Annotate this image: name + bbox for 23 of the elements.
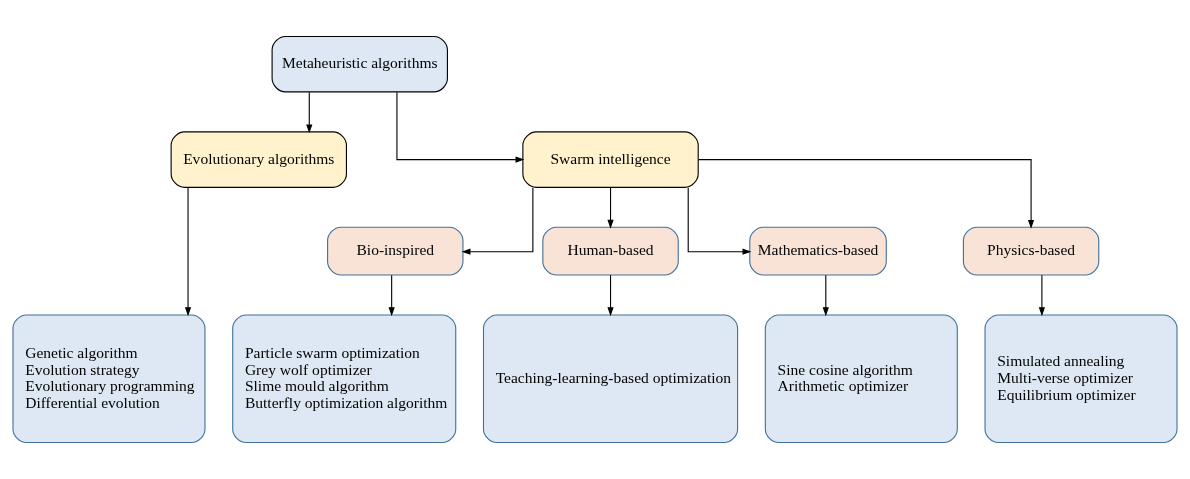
arrow: [607, 274, 614, 317]
node-box: Mathematics-based: [749, 226, 887, 276]
node-box: Particle swarm optimization Grey wolf optimizer Slime mould algorithm Butterfly optimization algorithm: [232, 314, 457, 444]
node-box: Evolutionary algorithms: [170, 131, 347, 188]
arrow: [388, 274, 395, 317]
node-box: Teaching-learning-based optimization: [482, 314, 739, 444]
node-box: Swarm intelligence: [522, 131, 699, 188]
node-box: Human-based: [542, 226, 679, 276]
arrow: [698, 159, 1035, 229]
arrow: [396, 91, 525, 163]
node-box: Physics-based: [962, 226, 1100, 276]
arrow: [607, 187, 614, 229]
arrow: [822, 274, 829, 317]
arrow: [461, 187, 534, 255]
node-box: Metaheuristic algorithms: [271, 35, 448, 93]
arrow: [1038, 274, 1045, 317]
node-box: Genetic algorithm Evolution strategy Evolutionary programming Differential evolution: [12, 314, 206, 444]
arrow: [687, 187, 752, 255]
arrow: [306, 91, 313, 134]
node-box: Bio-inspired: [327, 226, 464, 276]
node-box: Simulated annealing Multi-verse optimizer Equilibrium optimizer: [984, 314, 1178, 444]
node-box: Sine cosine algorithm Arithmetic optimizer: [764, 314, 958, 444]
arrow: [184, 186, 192, 317]
